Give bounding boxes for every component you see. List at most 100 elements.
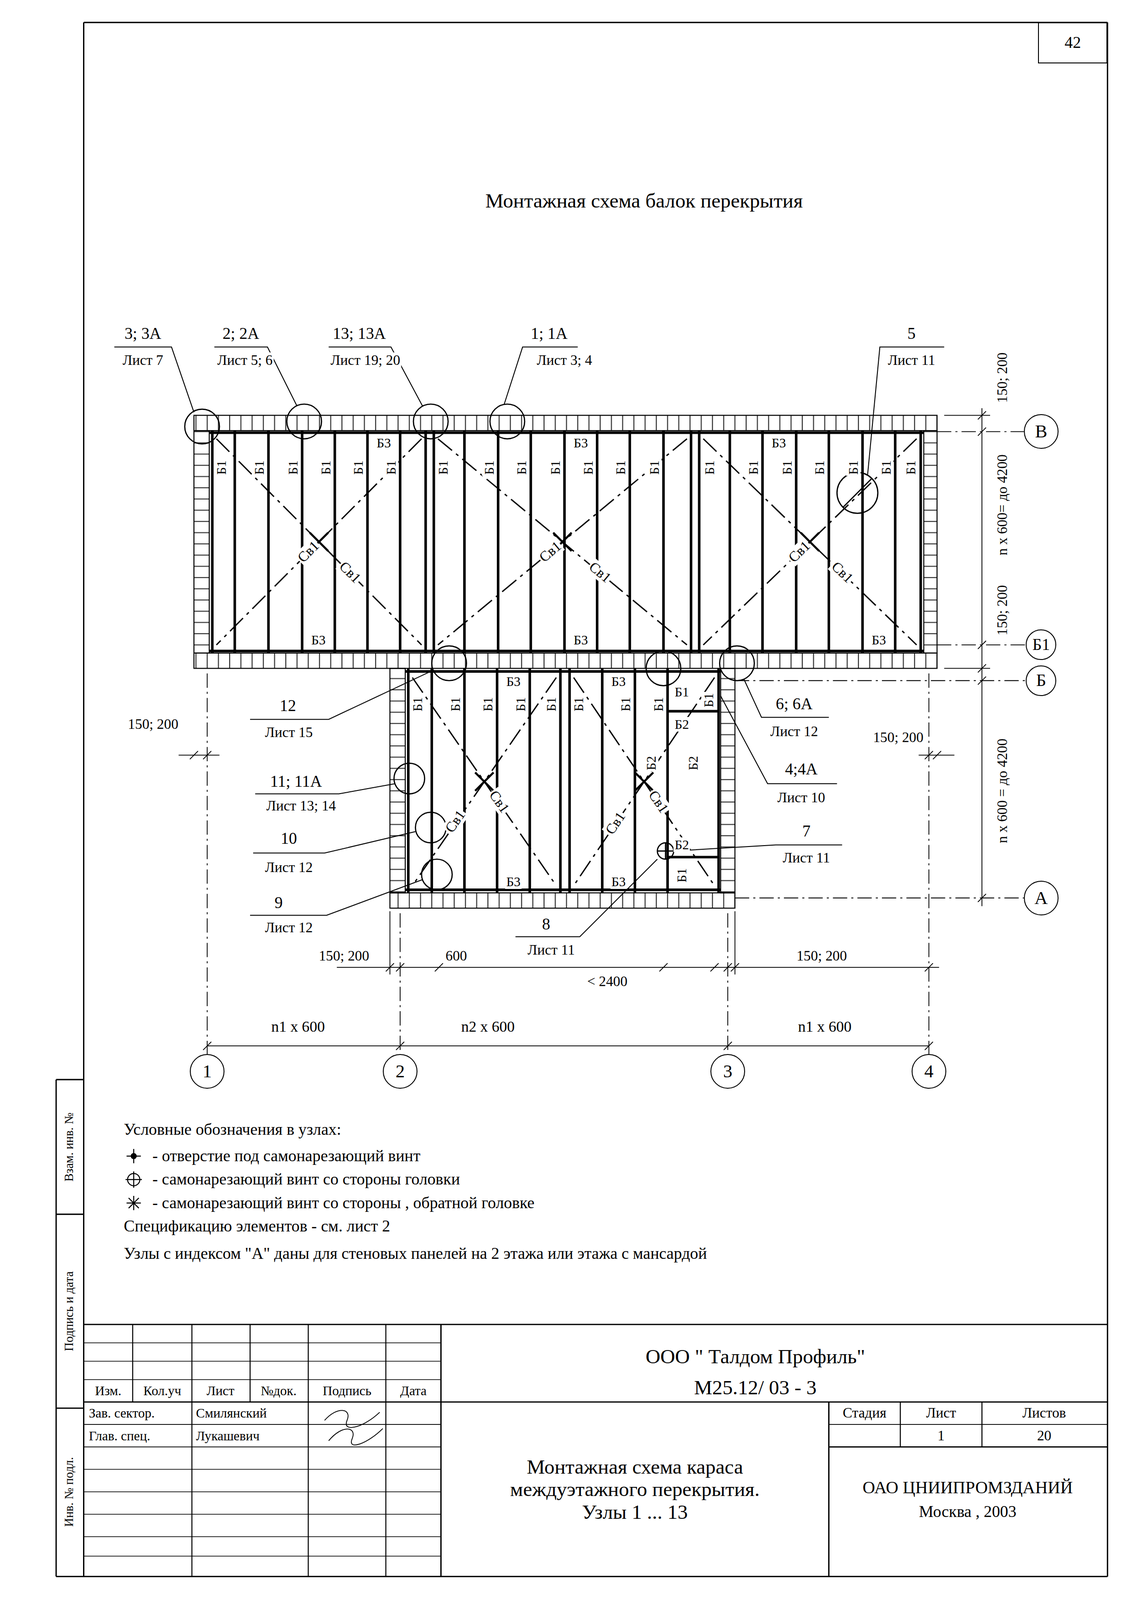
floor-beam [689,430,693,654]
floor-beam [568,668,572,893]
beam-mark: Б3 [505,874,522,890]
cross-bracing [438,438,688,646]
floor-beam [595,430,599,654]
floor-beam [406,668,410,893]
axis-bubble: В [1023,414,1059,449]
beam-mark: Б1 [543,696,559,713]
callout-number: Лист 5; 6 [216,352,274,368]
beam-mark: Б3 [375,435,392,451]
grid-axis-line [727,913,729,1055]
floor-beam [717,668,720,893]
callout-number: Лист 19; 20 [329,352,402,368]
callout-number: 10 [279,829,299,848]
dimension: < 2400 [586,974,629,990]
cross-bracing [703,438,917,646]
cross-bracing [216,438,917,887]
title-block-text: Листов [1021,1405,1068,1422]
dimension-line [203,1042,934,1051]
wall-panel [720,668,735,893]
beam-mark: Б3 [572,632,590,648]
legend-symbol [133,1171,135,1189]
axis-label: 4 [924,1061,934,1082]
beam-mark: Б1 [547,459,563,476]
dimension: n1 x 600 [796,1018,853,1036]
floor-beam [893,430,897,654]
node-callout-circle [843,478,872,508]
beam-mark: Св1 [485,787,514,818]
node-callout-circle [431,646,467,681]
title-block-grid [83,1325,1108,1578]
beam-mark: Б1 [702,459,717,476]
leader-line [114,347,194,413]
title-block-text: Монтажная схема караса междуэтажного пер… [490,1456,780,1524]
grid-axis-line [735,897,1024,899]
floor-beam [209,430,924,893]
axis-bubble: Б1 [1025,629,1057,661]
title-block-text: Подпись [321,1383,373,1399]
legend-symbol [130,1153,136,1159]
floor-beam [827,430,831,654]
beam-mark: Б1 [646,459,662,476]
beam-mark: Б1 [318,459,334,476]
title-block-grid [83,1324,1108,1326]
beam-mark: Б2 [673,837,690,853]
leader-line [744,679,830,718]
callout-number: Лист 11 [886,352,937,368]
title-block-text: 20 [1035,1428,1053,1444]
callout-number: 6; 6А [774,695,814,714]
title-block-grid [83,1447,441,1449]
sheet-frame [56,1079,84,1081]
dimension: n x 600 = до 4200 [994,737,1011,845]
beam-mark: Б1 [878,459,894,476]
title-block-text: Кол.уч [142,1383,183,1399]
axis-bubble: 2 [382,1054,418,1090]
callout-number: 4;4А [783,760,820,779]
floor-beam [366,430,370,654]
callout-number: Лист 11 [526,942,577,959]
title-block-text: Лист [924,1405,958,1422]
floor-beam [496,430,500,654]
axis-bubble: 3 [710,1054,746,1090]
cross-bracing [216,438,422,646]
floor-beam [233,430,237,654]
title-block-grid [307,1325,309,1578]
title-block-text: Зав. сектор. [87,1406,156,1421]
grid-axis-line [928,673,930,1055]
beam-mark: Б1 [481,459,497,476]
wall-panel [193,653,938,669]
axis-label: 1 [202,1061,212,1082]
floor-beam [424,430,428,654]
note-text: Условные обозначения в узлах: [122,1121,343,1139]
callout-number: Лист 12 [263,919,314,936]
title-block-text: Изм. [93,1383,123,1399]
title-block-text: №док. [259,1383,298,1399]
legend-text: - самонарезающий винт со стороны головки [151,1170,462,1189]
floor-beam [333,430,337,654]
floor-beam [211,430,214,654]
node-callout-circle [490,404,525,439]
title-block-grid [440,1325,442,1578]
dimension-line [386,963,934,972]
floor-beam [405,888,721,892]
note-text: Узлы с индексом "А" даны для стеновых па… [122,1245,709,1264]
leader-line [114,347,945,938]
axis-bubble: Б [1025,665,1057,697]
cross-bracing [573,678,715,887]
page-number-box: 42 [1038,22,1108,63]
leader-line [515,859,658,938]
axis-bubble: 4 [911,1054,947,1090]
floor-beam [558,668,562,893]
callout-number: Лист 12 [769,724,820,740]
dimension-line [981,408,983,907]
stamp-text: Подпись и дата [62,1270,77,1353]
floor-beam [667,855,719,859]
beam-mark: Св1 [644,787,673,818]
floor-beam [405,670,721,673]
cross-bracing [573,678,715,887]
title-block-grid [83,1401,1108,1404]
wall-panel [390,668,406,893]
sheet-frame [1106,22,1109,1577]
node-callout-circle [184,409,220,444]
sheet-frame [83,21,1108,24]
